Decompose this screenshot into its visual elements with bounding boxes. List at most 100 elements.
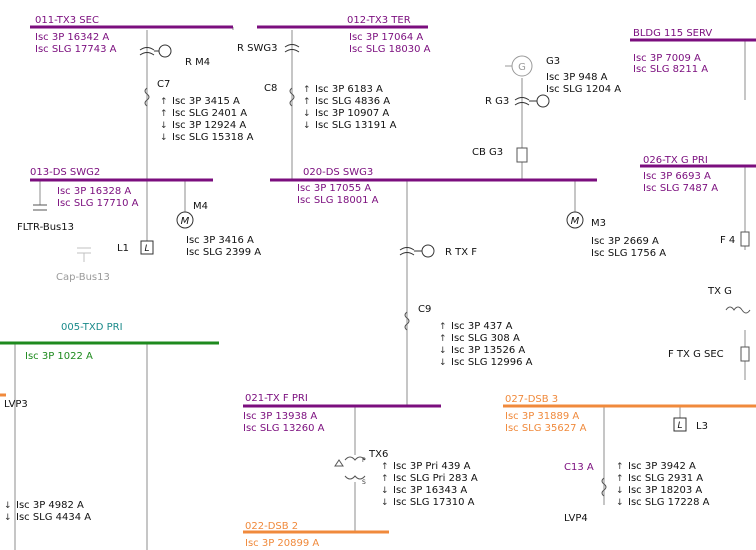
bus-name[interactable]: 005-TXD PRI [61,322,123,333]
arrow-down-icon: ↓ [160,133,168,143]
motor-label: M4 [193,201,208,212]
transformer-fault: Isc SLG Pri 283 A [393,473,478,484]
filter-bus13[interactable]: FLTR-Bus13 [17,204,74,233]
cable-c9-icon[interactable] [404,311,410,331]
motor-icon [566,211,584,229]
transformer-txg[interactable]: TX G [707,286,751,314]
bus-fault: Isc SLG 17743 A [35,44,117,55]
arrow-up-icon: ↑ [616,462,624,472]
arrow-up-icon: ↑ [616,474,624,484]
generator-g3[interactable]: G G3 Isc 3P 948 A Isc SLG 1204 A [505,55,621,95]
transformer-winding-icon [725,306,743,311]
cable-c9: C9 ↑ Isc 3P 437 A ↑ Isc SLG 308 A ↓ Isc … [418,304,533,368]
arrow-up-icon: ↑ [439,322,447,332]
bus-name[interactable]: 020-DS SWG3 [303,167,373,178]
arrow-down-icon: ↓ [4,513,12,523]
bus-name[interactable]: 022-DSB 2 [245,521,298,532]
cable-label[interactable]: C13 A [564,462,594,473]
motor-fault: Isc 3P 2669 A [591,236,659,247]
cable-fault: Isc 3P 10907 A [315,108,389,119]
bus-name[interactable]: 021-TX F PRI [245,393,308,404]
arrow-down-icon: ↓ [439,358,447,368]
panel-lvp3[interactable]: LVP3 ↓ Isc 3P 4982 A ↓ Isc SLG 4434 A [4,399,91,523]
bus-021-tx-f-pri: 021-TX F PRI Isc 3P 13938 A Isc SLG 1326… [243,393,325,434]
relay-rg3-icon[interactable] [514,94,550,108]
bus-name[interactable]: 011-TX3 SEC [35,15,99,26]
cable-fault: Isc SLG 17228 A [628,497,710,508]
panel-lvp4-label[interactable]: LVP4 [564,513,588,524]
generator-label: G3 [546,56,560,67]
bus-name[interactable]: 013-DS SWG2 [30,167,100,178]
bus-name[interactable]: 026-TX G PRI [643,155,708,166]
secondary-mark: S [362,479,366,486]
cable-c13a: C13 A ↑ Isc 3P 3942 A ↑ Isc SLG 2931 A ↓… [564,461,710,508]
bus-fault: Isc 3P 1022 A [25,351,93,362]
relay-rm4-icon[interactable] [139,44,172,58]
load-l3[interactable]: L L3 [673,417,708,432]
bus-name[interactable]: 027-DSB 3 [505,394,558,405]
panel-fault: Isc SLG 4434 A [16,512,91,523]
delta-icon [334,459,344,467]
bus-020-ds-swg3: 020-DS SWG3 Isc 3P 17055 A Isc SLG 18001… [297,167,379,206]
cable-fault: Isc SLG 4836 A [315,96,390,107]
cable-symbols [144,87,607,497]
cable-fault: Isc SLG 15318 A [172,132,254,143]
bus-fault: Isc 3P 17055 A [297,183,371,194]
load-symbol: L [144,244,149,254]
motor-symbol: M [181,216,190,227]
cable-c7-icon[interactable] [144,87,150,107]
cable-fault: Isc 3P 437 A [451,321,513,332]
motor-icon [176,211,194,229]
transformer-tx6[interactable]: P S TX6 ↑ Isc 3P Pri 439 A ↑ Isc SLG Pri… [334,449,478,508]
cable-c13-icon[interactable] [601,477,607,497]
bus-fault: Isc 3P 16328 A [57,186,131,197]
load-l1[interactable]: L L1 [117,240,154,255]
bus-012-tx3-ter: 012-TX3 TER Isc 3P 17064 A Isc SLG 18030… [347,15,431,55]
fuse-f4-icon[interactable] [740,231,750,247]
wires [14,27,746,550]
capacitor-bus13[interactable]: Cap-Bus13 [56,247,110,283]
load-icon [673,417,687,432]
cable-label[interactable]: C9 [418,304,431,315]
cable-fault: Isc 3P 13526 A [451,345,525,356]
cable-label[interactable]: C7 [157,79,170,90]
bus-name[interactable]: BLDG 115 SERV [633,28,712,39]
bus-fault: Isc 3P 6693 A [643,171,711,182]
transformer-fault: Isc SLG 17310 A [393,497,475,508]
generator-fault: Isc 3P 948 A [546,72,608,83]
cable-fault: Isc SLG 2401 A [172,108,247,119]
bus-fault: Isc SLG 18030 A [349,44,431,55]
transformer-winding-icon [741,309,751,314]
relay-rm4-label: R M4 [185,57,210,68]
relay-rtxf-icon[interactable] [399,244,435,258]
breaker-cbg3-icon[interactable] [516,147,528,163]
cable-fault: Isc 3P 12924 A [172,120,246,131]
bus-fault: Isc 3P 7009 A [633,53,701,64]
cable-c8: C8 ↑ Isc 3P 6183 A ↑ Isc SLG 4836 A ↓ Is… [264,83,397,131]
bus-fault: Isc 3P 31889 A [505,411,579,422]
breaker-cbg3-label: CB G3 [472,147,503,158]
relay-rswg3-icon[interactable] [284,44,300,53]
motor-m3[interactable]: M M3 Isc 3P 2669 A Isc SLG 1756 A [566,211,666,259]
arrow-down-icon: ↓ [616,498,624,508]
cable-fault: Isc 3P 3415 A [172,96,240,107]
bus-name[interactable]: 012-TX3 TER [347,15,411,26]
cable-label[interactable]: C8 [264,83,277,94]
cable-fault: Isc SLG 12996 A [451,357,533,368]
bus-bars [0,25,756,534]
cable-c8-icon[interactable] [289,87,295,107]
motor-m4[interactable]: M M4 Isc 3P 3416 A Isc SLG 2399 A [176,201,261,258]
arrow-down-icon: ↓ [160,121,168,131]
fuse-ftxgsec-icon[interactable] [740,346,750,362]
transformer-label: TX6 [368,449,388,460]
load-icon [140,240,154,255]
arrow-up-icon: ↑ [381,462,389,472]
arrow-down-icon: ↓ [616,486,624,496]
bus-bldg-115-serv: BLDG 115 SERV Isc 3P 7009 A Isc SLG 8211… [633,28,712,75]
load-symbol: L [677,421,682,431]
bus-fault: Isc 3P 20899 A [245,538,319,549]
bus-fault: Isc 3P 16342 A [35,32,109,43]
arrow-up-icon: ↑ [303,97,311,107]
